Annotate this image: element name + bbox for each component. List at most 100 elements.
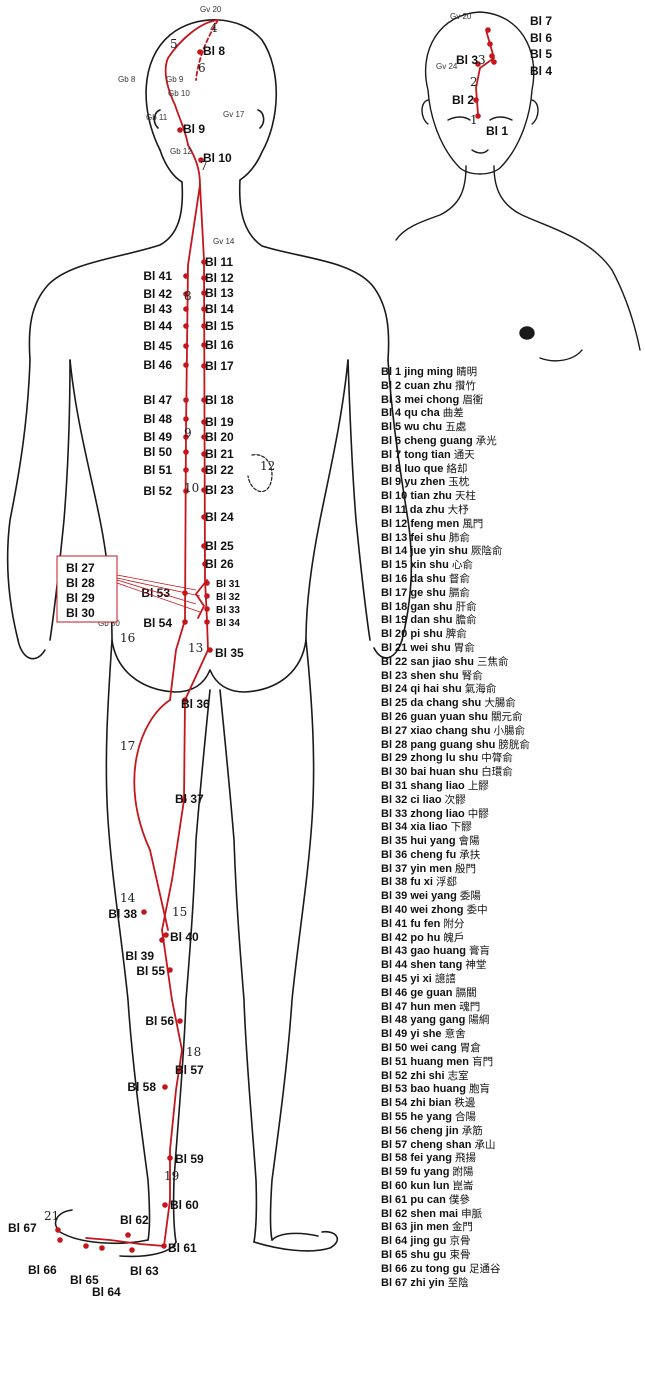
legend-code: Bl 60 (381, 1180, 407, 1192)
legend-code: Bl 30 (381, 766, 407, 778)
channel-section-number: 4 (210, 21, 218, 35)
legend-item: Bl 15 xin shu 心俞 (381, 559, 643, 573)
legend-item: Bl 47 hun men 魂門 (381, 1001, 643, 1015)
legend-pinyin: wei yang (407, 890, 460, 902)
legend-pinyin: shen shu (407, 670, 461, 682)
legend-chinese: 膀胱俞 (498, 739, 530, 751)
acupoint-label: Bl 14 (205, 302, 234, 316)
legend-chinese: 眉衝 (462, 394, 483, 406)
legend-chinese: 飛揚 (455, 1152, 476, 1164)
acupoint-label: Bl 51 (143, 463, 172, 477)
legend-code: Bl 43 (381, 945, 407, 957)
legend-pinyin: xin shu (407, 559, 452, 571)
legend-code: Bl 34 (381, 821, 407, 833)
legend-code: Bl 53 (381, 1083, 407, 1095)
legend-pinyin: cheng guang (401, 435, 476, 447)
acupoint-label: Bl 58 (127, 1080, 156, 1094)
legend-code: Bl 20 (381, 628, 407, 640)
legend-code: Bl 65 (381, 1249, 407, 1261)
legend-code: Bl 47 (381, 1001, 407, 1013)
legend-item: Bl 64 jing gu 京骨 (381, 1235, 643, 1249)
acupoint-label: Bl 13 (205, 286, 234, 300)
legend-chinese: 委陽 (460, 890, 481, 902)
legend-chinese: 合陽 (455, 1111, 476, 1123)
acupoint-label: Bl 37 (175, 792, 204, 806)
legend-item: Bl 9 yu zhen 玉枕 (381, 476, 643, 490)
legend-chinese: 僕參 (449, 1194, 470, 1206)
legend-pinyin: po hu (407, 932, 443, 944)
legend-pinyin: xia liao (407, 821, 450, 833)
legend-pinyin: tian zhu (407, 490, 455, 502)
legend-pinyin: zhong lu shu (407, 752, 481, 764)
acupoint-dot (125, 1232, 131, 1238)
legend-code: Bl 25 (381, 697, 407, 709)
channel-section-number: 21 (44, 1209, 59, 1223)
legend-item: Bl 50 wei cang 胃倉 (381, 1042, 643, 1056)
channel-section-number: 10 (184, 481, 199, 495)
acupoint-label: Bl 43 (143, 302, 172, 316)
acupoint-label: Bl 9 (183, 122, 205, 136)
legend-pinyin: shen tang (407, 959, 465, 971)
acupoint-label: Bl 59 (175, 1152, 204, 1166)
acupoint-dot (473, 97, 479, 103)
legend-chinese: 承光 (476, 435, 497, 447)
legend-pinyin: wei cang (407, 1042, 460, 1054)
legend-item: Bl 6 cheng guang 承光 (381, 435, 643, 449)
gv-point-label: Gv 24 (436, 62, 458, 71)
legend-code: Bl 32 (381, 794, 407, 806)
acupoint-dot (204, 593, 210, 599)
legend-code: Bl 1 (381, 366, 401, 378)
legend-chinese: 腎俞 (462, 670, 483, 682)
legend-pinyin: pang guang shu (407, 739, 498, 751)
legend-code: Bl 39 (381, 890, 407, 902)
legend-code: Bl 62 (381, 1208, 407, 1220)
legend-chinese: 肓門 (472, 1056, 493, 1068)
legend-chinese: 秩邊 (454, 1097, 475, 1109)
legend-item: Bl 58 fei yang 飛揚 (381, 1152, 643, 1166)
acupoint-label: Bl 61 (168, 1241, 197, 1255)
legend-pinyin: kun lun (407, 1180, 452, 1192)
acupoint-label: Bl 27 (66, 561, 95, 575)
legend-chinese: 附分 (443, 918, 464, 930)
acupoint-label: Bl 1 (486, 124, 508, 138)
acupoint-label: Bl 64 (92, 1285, 121, 1299)
channel-section-number: 14 (120, 891, 136, 905)
legend-code: Bl 12 (381, 518, 407, 530)
acupoint-label: Bl 33 (216, 605, 240, 616)
acupoint-label: Bl 48 (143, 412, 172, 426)
acupoint-dot (141, 909, 147, 915)
legend-item: Bl 46 ge guan 膈關 (381, 987, 643, 1001)
legend-pinyin: qu cha (401, 407, 443, 419)
acupoint-label: Bl 62 (120, 1213, 149, 1227)
legend-chinese: 中髎 (468, 808, 489, 820)
legend-item: Bl 39 wei yang 委陽 (381, 890, 643, 904)
legend-pinyin: wei shu (407, 642, 453, 654)
legend-code: Bl 58 (381, 1152, 407, 1164)
acupoint-dot (485, 27, 491, 33)
legend-code: Bl 28 (381, 739, 407, 751)
acupoint-label: Bl 34 (216, 618, 240, 629)
legend-code: Bl 10 (381, 490, 407, 502)
legend-item: Bl 25 da chang shu 大腸俞 (381, 697, 643, 711)
legend-code: Bl 19 (381, 614, 407, 626)
legend-pinyin: zu tong gu (407, 1263, 469, 1275)
legend-item: Bl 14 jue yin shu 厥陰俞 (381, 545, 643, 559)
legend-item: Bl 65 shu gu 束骨 (381, 1249, 643, 1263)
acupoint-dot (161, 1243, 167, 1249)
legend-item: Bl 24 qi hai shu 氣海俞 (381, 683, 643, 697)
legend-chinese: 膈關 (456, 987, 477, 999)
gb-point-label: Gb 11 (146, 113, 168, 122)
legend-pinyin: yin men (407, 863, 455, 875)
acupoint-label: Bl 20 (205, 430, 234, 444)
legend-chinese: 意舍 (445, 1028, 466, 1040)
legend-item: Bl 27 xiao chang shu 小腸俞 (381, 725, 643, 739)
legend-item: Bl 19 dan shu 膽俞 (381, 614, 643, 628)
front-figure-outline (396, 12, 640, 361)
acupoint-legend: Bl 1 jing ming 睛明Bl 2 cuan zhu 攢竹Bl 3 me… (381, 366, 643, 1290)
acupoint-dot (163, 932, 169, 938)
channel-section-number: 12 (260, 459, 275, 473)
acupoint-dot (204, 580, 210, 586)
acupoint-label: Bl 66 (28, 1263, 57, 1277)
legend-pinyin: jue yin shu (407, 545, 471, 557)
legend-pinyin: jing ming (401, 366, 456, 378)
